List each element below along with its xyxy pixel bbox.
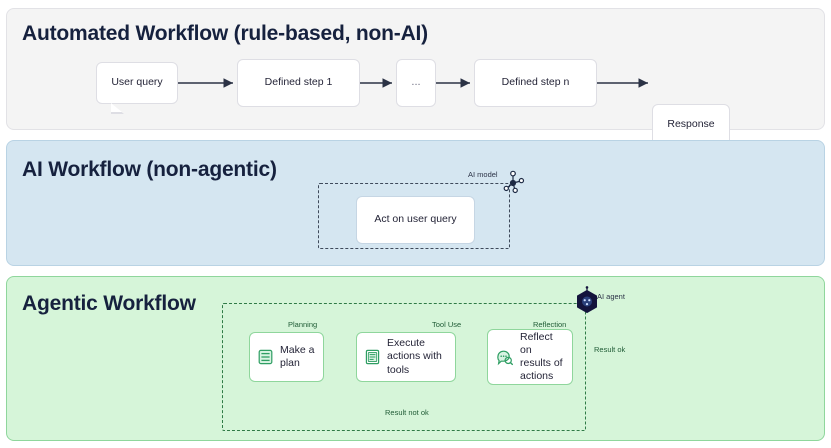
reflect-bubble-icon xyxy=(496,349,513,366)
node-label: Defined step 1 xyxy=(264,76,333,89)
node-label: ... xyxy=(411,76,421,89)
tools-document-icon xyxy=(365,349,380,365)
step-label-tool-use: Tool Use xyxy=(432,320,462,329)
node-execute-actions-with-tools[interactable]: Execute actions with tools xyxy=(356,332,456,382)
node-response-automated[interactable]: Response xyxy=(652,104,730,156)
edge-label-result-not-ok: Result not ok xyxy=(381,408,433,417)
ai-agent-label: AI agent xyxy=(597,292,625,301)
node-label: Execute actions with tools xyxy=(387,337,442,376)
node-defined-step-1[interactable]: Defined step 1 xyxy=(237,59,360,107)
step-label-reflection: Reflection xyxy=(533,320,567,329)
bubble-tail-inner xyxy=(111,103,122,112)
node-label: Response xyxy=(667,118,715,131)
node-defined-step-n[interactable]: Defined step n xyxy=(474,59,597,107)
plan-list-icon xyxy=(258,349,273,365)
node-act-on-user-query[interactable]: Act on user query xyxy=(356,196,475,244)
node-make-a-plan[interactable]: Make a plan xyxy=(249,332,324,382)
ai-model-boundary-region xyxy=(318,183,510,249)
node-label: Act on user query xyxy=(374,213,457,226)
ai-model-label: AI model xyxy=(468,170,498,179)
node-label: User query xyxy=(111,76,163,89)
node-label: Reflect on results of actions xyxy=(520,330,563,383)
edge-label-result-ok: Result ok xyxy=(594,345,626,354)
node-ellipsis[interactable]: ... xyxy=(396,59,436,107)
ai-agent-hex-icon xyxy=(575,286,599,315)
panel-ai-title: AI Workflow (non-agentic) xyxy=(22,158,277,181)
ai-model-node-icon xyxy=(500,170,526,196)
panel-agentic-title: Agentic Workflow xyxy=(22,292,196,315)
step-label-planning: Planning xyxy=(288,320,318,329)
panel-automated-title: Automated Workflow (rule-based, non-AI) xyxy=(22,22,428,45)
node-label: Make a plan xyxy=(280,343,315,369)
node-label: Defined step n xyxy=(501,76,570,89)
node-user-query-automated[interactable]: User query xyxy=(96,62,178,114)
ai-agent-boundary-region xyxy=(222,303,586,431)
node-reflect-on-results[interactable]: Reflect on results of actions xyxy=(487,329,573,385)
